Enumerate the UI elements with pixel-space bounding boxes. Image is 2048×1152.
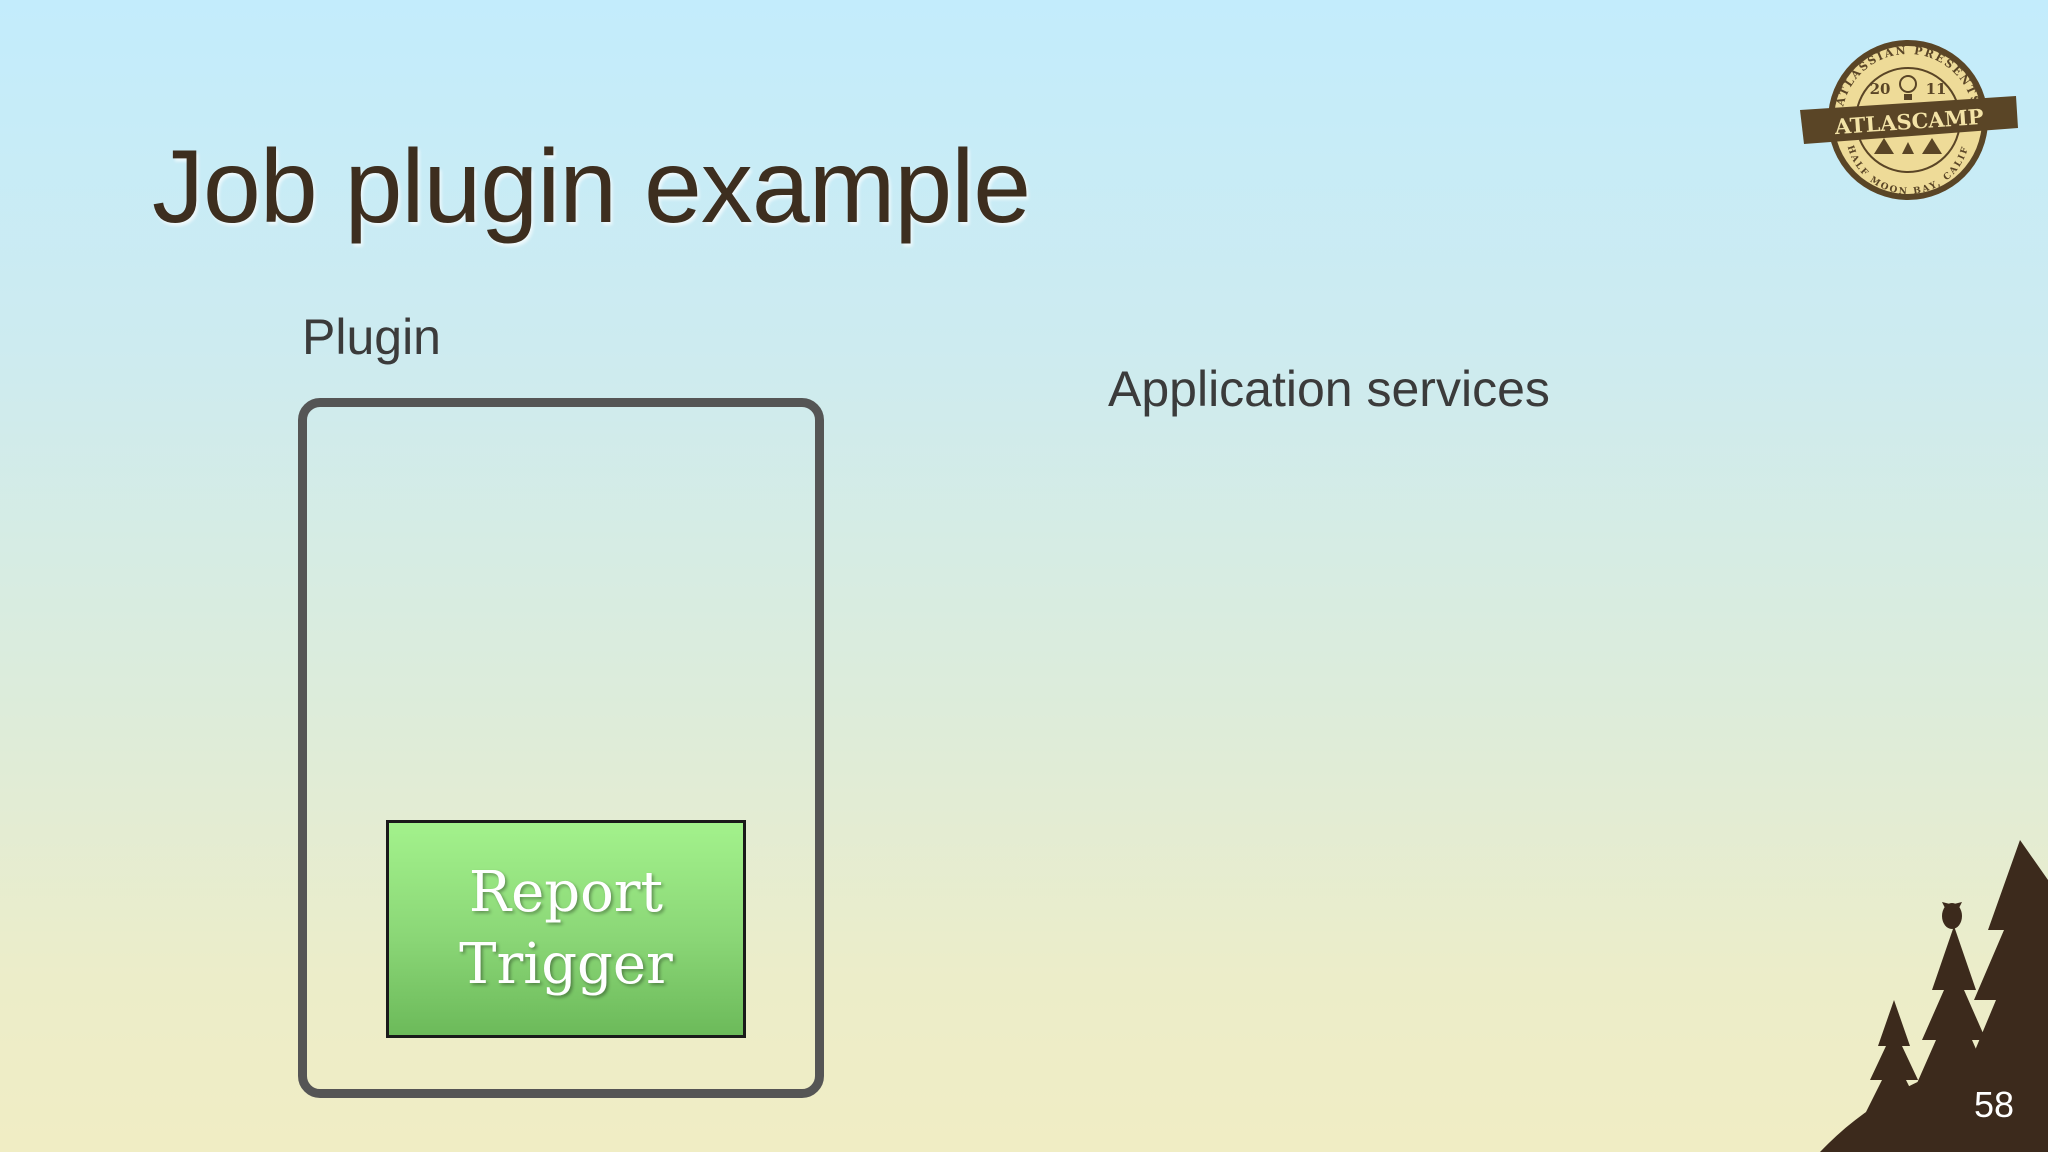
badge-year-left: 20 [1870, 80, 1891, 98]
small-pine-tree [1866, 1000, 1922, 1130]
owl-icon [1942, 902, 1962, 929]
report-trigger-line-1: Report [468, 860, 664, 925]
balloon-icon [1899, 75, 1917, 100]
hill-shape [1820, 1048, 2048, 1152]
tents-campfire-icon [1874, 138, 1942, 154]
badge-year-right: 11 [1926, 80, 1947, 98]
plugin-container-box [298, 398, 824, 1098]
report-trigger-box: Report Trigger [386, 820, 746, 1038]
pine-trees-silhouette [1820, 840, 2048, 1152]
middle-pine-tree [1914, 926, 1994, 1110]
application-services-label: Application services [1108, 361, 1550, 417]
report-trigger-text: Report Trigger [459, 857, 673, 1001]
atlascamp-badge-logo: ATLASSIAN PRESENTS 20 11 ATLASCAMP HALF … [1800, 40, 2018, 200]
page-number: 58 [1974, 1084, 2015, 1125]
badge-banner [1800, 96, 2018, 144]
tall-pine-tree [1966, 840, 2048, 1090]
report-trigger-line-2: Trigger [459, 932, 673, 997]
slide-title: Job plugin example [152, 129, 1031, 245]
plugin-label: Plugin [302, 309, 441, 365]
